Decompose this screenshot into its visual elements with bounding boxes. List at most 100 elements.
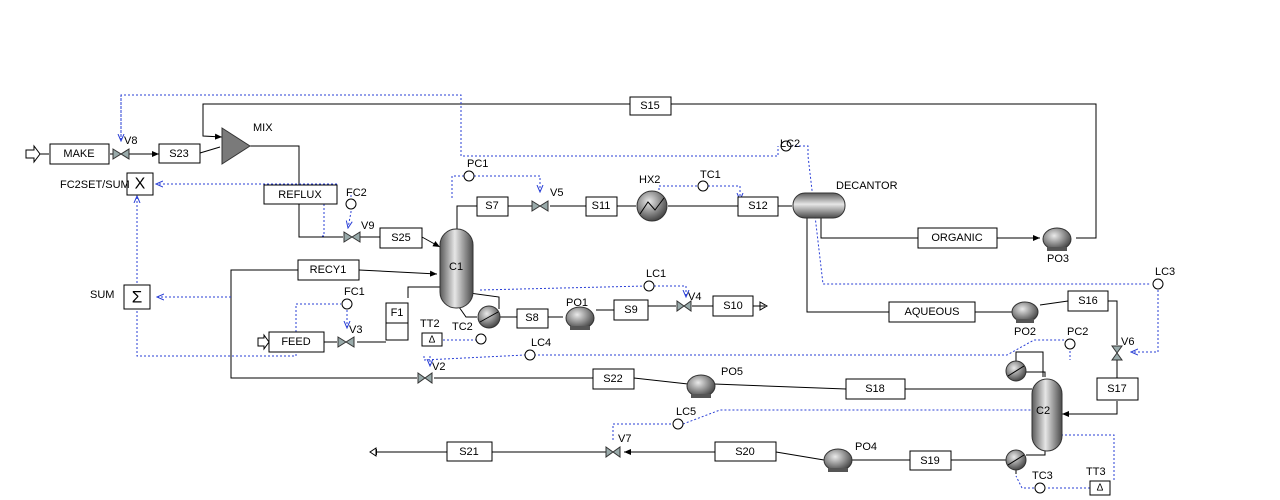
pump-po3[interactable] (1042, 227, 1072, 251)
stream-s19[interactable]: S19 (909, 450, 952, 471)
make-feed-arrow (25, 144, 41, 164)
svg-text:S23: S23 (169, 148, 189, 160)
svg-text:S22: S22 (603, 373, 623, 385)
controller-tc3[interactable] (1034, 482, 1046, 494)
mix-label: MIX (253, 122, 273, 134)
svg-text:S25: S25 (391, 232, 411, 244)
stream-s23[interactable]: S23 (158, 143, 201, 164)
svg-text:S12: S12 (748, 200, 768, 212)
lc3-label: LC3 (1155, 266, 1175, 278)
signal-lines (121, 94, 1159, 489)
svg-text:RECY1: RECY1 (310, 264, 347, 276)
svg-text:S19: S19 (920, 455, 940, 467)
fc2set-sum-block[interactable] (126, 172, 154, 196)
tc1-label: TC1 (700, 169, 721, 181)
stream-s17[interactable]: S17 (1096, 377, 1139, 401)
v6-label: V6 (1121, 336, 1134, 348)
c2-label: C2 (1036, 405, 1050, 417)
stream-f1[interactable]: F1 (385, 302, 409, 324)
stream-s12[interactable]: S12 (737, 196, 779, 217)
sum-symbol: Σ (132, 288, 143, 307)
pump-po1[interactable] (565, 306, 595, 330)
controller-lc1[interactable] (643, 280, 655, 292)
valve-v8[interactable] (112, 148, 130, 160)
tc2-label: TC2 (452, 321, 473, 333)
sum-label: SUM (90, 289, 114, 301)
tt3-symbol: Δ (1097, 483, 1104, 494)
transmitter-tt2[interactable] (421, 332, 443, 347)
fc2set-sum-label: FC2SET/SUM (60, 179, 130, 191)
svg-text:MAKE: MAKE (63, 148, 94, 160)
c1-reboiler-icon[interactable] (477, 305, 501, 329)
svg-text:S21: S21 (459, 446, 479, 458)
hx2-label: HX2 (639, 174, 660, 186)
pump-po4[interactable] (823, 448, 853, 472)
controller-tc1[interactable] (697, 180, 709, 192)
valve-v7[interactable] (605, 446, 621, 458)
stream-s7[interactable]: S7 (476, 196, 509, 217)
pump-po2[interactable] (1011, 301, 1039, 323)
valve-v6[interactable] (1111, 345, 1123, 361)
process-lines (40, 103, 1118, 474)
stream-s25[interactable]: S25 (379, 227, 423, 249)
stream-s8[interactable]: S8 (516, 308, 549, 329)
stream-s21[interactable]: S21 (446, 441, 493, 462)
controller-tc2[interactable] (475, 333, 487, 345)
s21-product-arrow (369, 447, 377, 457)
stream-s18[interactable]: S18 (845, 378, 906, 400)
po2-label: PO2 (1014, 326, 1036, 338)
stream-s15[interactable]: S15 (629, 96, 672, 116)
controller-lc3[interactable] (1152, 278, 1164, 290)
valve-v5[interactable] (531, 200, 549, 212)
v4-label: V4 (688, 291, 701, 303)
valve-v9[interactable] (343, 231, 361, 243)
v8-label: V8 (124, 135, 137, 147)
stream-organic[interactable]: ORGANIC (917, 227, 998, 249)
svg-text:S18: S18 (865, 383, 885, 395)
controller-pc2[interactable] (1064, 338, 1076, 350)
stream-feed[interactable]: FEED (268, 331, 325, 353)
controller-pc1[interactable] (463, 170, 475, 182)
stream-reflux[interactable]: REFLUX (263, 184, 338, 205)
svg-text:S7: S7 (485, 200, 498, 212)
stream-make[interactable]: MAKE (49, 143, 110, 165)
hx2-heat-exchanger[interactable] (636, 190, 668, 222)
stream-s20[interactable]: S20 (714, 441, 777, 462)
controller-fc1[interactable] (341, 298, 353, 310)
decantor-vessel[interactable] (792, 192, 846, 219)
sum-block[interactable] (123, 284, 151, 310)
pump-po5[interactable] (686, 374, 716, 398)
stream-recy1[interactable]: RECY1 (297, 259, 360, 281)
tt3-label: TT3 (1086, 466, 1106, 478)
decantor-label: DECANTOR (836, 180, 898, 192)
feed-arrow (257, 333, 270, 351)
valve-v3[interactable] (337, 336, 355, 348)
column-c2[interactable] (1031, 378, 1063, 452)
transmitter-tt3[interactable] (1089, 480, 1111, 496)
controller-fc2[interactable] (345, 198, 357, 210)
stream-s10[interactable]: S10 (712, 295, 754, 317)
controller-lc2[interactable] (780, 140, 792, 152)
stream-s16[interactable]: S16 (1067, 290, 1109, 312)
mix-block[interactable] (221, 127, 251, 165)
valve-v4[interactable] (676, 300, 692, 312)
svg-text:REFLUX: REFLUX (278, 189, 322, 201)
c1-label: C1 (449, 261, 463, 273)
controller-lc5[interactable] (672, 418, 684, 430)
stream-aqueous[interactable]: AQUEOUS (888, 301, 976, 323)
svg-text:S20: S20 (735, 446, 755, 458)
c2-reboiler-icon[interactable] (1005, 449, 1027, 471)
stream-s9[interactable]: S9 (613, 299, 649, 321)
svg-text:S8: S8 (525, 312, 538, 324)
controller-lc4[interactable] (524, 349, 536, 361)
stream-s11[interactable]: S11 (585, 196, 618, 217)
svg-text:S9: S9 (624, 304, 637, 316)
po3-label: PO3 (1047, 253, 1069, 265)
stream-s22[interactable]: S22 (592, 368, 635, 390)
lc4-label: LC4 (531, 337, 551, 349)
v2-label: V2 (432, 361, 445, 373)
pc2-label: PC2 (1067, 326, 1088, 338)
c2-condenser-icon[interactable] (1005, 360, 1027, 382)
column-c1[interactable] (439, 228, 474, 309)
valve-v2[interactable] (417, 372, 433, 384)
